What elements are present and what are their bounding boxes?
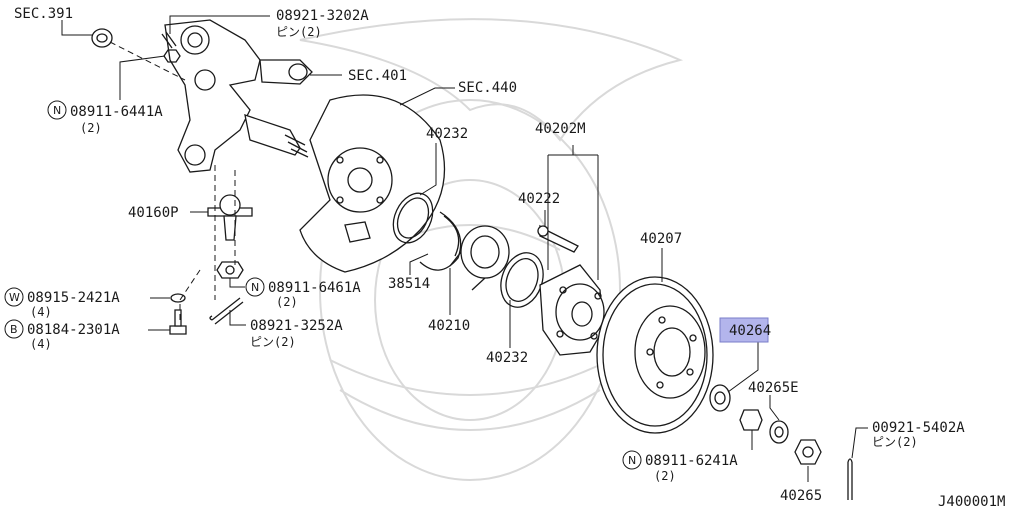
label-38514[interactable]: 38514 [388,276,430,292]
nut-08911-6241a [739,409,763,431]
label-08921-3202a[interactable]: 08921-3202A [276,8,369,24]
circle-n-letter-2: N [251,281,259,294]
cap-40265e [769,420,789,444]
label-sec391[interactable]: SEC.391 [14,6,73,22]
circle-n-letter-3: N [628,454,636,467]
cotter-pin-right [847,458,853,500]
label-pin2-top: ピン(2) [276,25,322,39]
leader-08921-3202a [169,15,270,34]
label-08911-6461a[interactable]: 08911-6461A [268,280,361,296]
steering-knuckle [164,19,313,173]
ball-joint-40160p [207,194,253,241]
circle-n-icon [47,100,67,120]
brake-disc-40207 [596,276,714,434]
diagram-code: J400001M [938,494,1005,510]
label-40207[interactable]: 40207 [640,231,682,247]
label-pin2-mid: ピン(2) [250,335,296,349]
leader-00921-5402a [851,427,868,459]
circle-b-letter: B [10,323,18,336]
watermark-emblem [299,18,684,481]
label-40232-top[interactable]: 40232 [426,126,468,142]
lock-nut-40265 [794,439,822,465]
nut-08911-6461a [216,261,244,279]
guide-bolt [179,269,201,320]
leader-08911-6461a [229,278,245,288]
label-08184-2301a-qty: (4) [30,337,52,351]
label-00921-5402a[interactable]: 00921-5402A [872,420,965,436]
washer-08915-2421a [170,293,186,303]
guide-seal [109,41,186,81]
circle-w-letter: W [9,291,20,304]
circle-n-letter: N [53,104,61,117]
label-40265[interactable]: 40265 [780,488,822,504]
leader-08921-3252a [229,310,246,326]
circle-w-icon [4,287,24,307]
label-08911-6441a[interactable]: 08911-6441A [70,104,163,120]
label-40222[interactable]: 40222 [518,191,560,207]
label-08184-2301a[interactable]: 08184-2301A [27,322,120,338]
washer-40264 [709,384,731,412]
leader-sec391 [61,20,92,36]
cotter-pin-top [161,31,177,49]
label-08911-6441a-qty: (2) [80,121,102,135]
label-pin2-right: ピン(2) [872,435,918,449]
circle-b-icon [4,319,24,339]
label-08911-6241a[interactable]: 08911-6241A [645,453,738,469]
label-sec440[interactable]: SEC.440 [458,80,517,96]
leader-08911-6441a [119,55,166,100]
label-08915-2421a[interactable]: 08915-2421A [27,290,120,306]
bearing-40210 [449,225,510,291]
leader-sec440 [399,87,455,106]
hub-bolt-40222 [537,224,579,253]
label-40264[interactable]: 40264 [729,323,771,339]
snap-ring-38514 [419,211,462,271]
highlight-40264 [719,317,769,343]
leader-40264 [727,340,759,393]
label-08915-2421a-qty: (4) [30,305,52,319]
label-40202m[interactable]: 40202M [535,121,586,137]
snap-ring-40232-top [392,192,434,244]
wheel-hub-40202m [539,264,605,356]
leader-38514 [409,253,429,275]
leader-40265e [769,395,780,421]
leader-40232-top [419,143,437,196]
label-40210[interactable]: 40210 [428,318,470,334]
label-40232-bottom[interactable]: 40232 [486,350,528,366]
label-08911-6461a-qty: (2) [276,295,298,309]
leader-40202m [547,145,599,280]
label-08921-3252a[interactable]: 08921-3252A [250,318,343,334]
seal-sec391 [91,28,113,48]
cotter-pin-mid [209,297,244,325]
label-40160p[interactable]: 40160P [128,205,179,221]
dust-shield [299,94,446,273]
circle-n-icon-2 [245,277,265,297]
label-sec401[interactable]: SEC.401 [348,68,407,84]
circle-n-icon-3 [622,450,642,470]
label-40265e[interactable]: 40265E [748,380,799,396]
bolt-08184-2301a [169,309,187,335]
label-08911-6241a-qty: (2) [654,469,676,483]
